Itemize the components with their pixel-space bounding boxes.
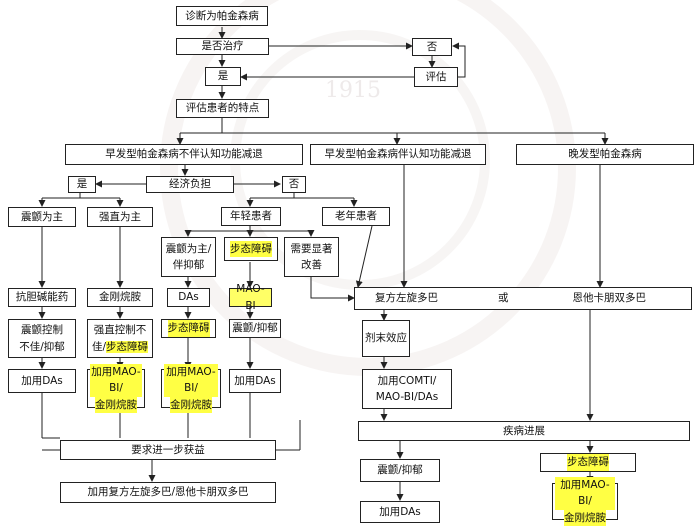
mao-bi-node: MAO-BI — [229, 283, 272, 312]
no-treatment-node: 否 — [412, 38, 452, 56]
add-maobi-amantadine-late-node: 加用MAO-BI/金刚烷胺 — [552, 477, 618, 526]
add-das-late-node: 加用DAs — [360, 501, 440, 523]
gait-disorder-node: 步态障碍 — [224, 237, 278, 261]
add-comti-node: 加用COMTI/MAO-BI/DAs — [362, 369, 452, 409]
tremor-dominant-node: 震颤为主 — [8, 207, 76, 227]
rigidity-poor-control-node: 强直控制不佳/步态障碍 — [87, 319, 153, 358]
tremor-depression-node: 震颤为主/伴抑郁 — [161, 237, 216, 277]
early-onset-no-cognitive-decline-node: 早发型帕金森病不伴认知功能减退 — [65, 144, 303, 165]
early-onset-cognitive-decline-node: 早发型帕金森病伴认知功能减退 — [310, 144, 486, 165]
das-node: DAs — [167, 288, 210, 307]
econ-yes-node: 是 — [68, 176, 96, 193]
tremor-depression-late-node: 震颤/抑郁 — [360, 459, 440, 482]
evaluate-node: 评估 — [414, 67, 458, 87]
gait-disorder-late-node: 步态障碍 — [540, 453, 636, 472]
yes-treatment-node: 是 — [205, 67, 241, 86]
econ-no-node: 否 — [282, 176, 306, 193]
economic-burden-node: 经济负担 — [146, 176, 234, 193]
levodopa-or-entacapone-node: 复方左旋多巴 或 恩他卡朋双多巴 — [354, 287, 692, 310]
gait-disorder-second-node: 步态障碍 — [161, 319, 216, 338]
or-label: 或 — [498, 292, 509, 305]
assess-patient-node: 评估患者的特点 — [176, 99, 269, 118]
tremor-poor-control-node: 震颤控制不佳/抑郁 — [8, 319, 76, 358]
add-das-second-node: 加用DAs — [229, 369, 281, 393]
diagnosis-node: 诊断为帕金森病 — [176, 6, 268, 26]
treatment-decision-node: 是否治疗 — [176, 38, 269, 55]
disease-progression-node: 疾病进展 — [358, 421, 690, 441]
wearing-off-node: 剂末效应 — [362, 320, 410, 357]
late-onset-node: 晚发型帕金森病 — [516, 144, 694, 165]
anticholinergic-node: 抗胆碱能药 — [8, 288, 76, 307]
young-patient-node: 年轻患者 — [221, 207, 281, 226]
add-maobi-amantadine-first-node: 加用MAO-BI/金刚烷胺 — [87, 364, 145, 413]
watermark-year: 1915 — [325, 78, 381, 103]
further-benefit-node: 要求进一步获益 — [60, 440, 276, 460]
rigidity-dominant-node: 强直为主 — [87, 207, 153, 227]
entacapone-label: 恩他卡朋双多巴 — [572, 292, 647, 305]
elderly-patient-node: 老年患者 — [322, 207, 390, 226]
amantadine-node: 金刚烷胺 — [87, 288, 153, 307]
add-das-first-node: 加用DAs — [8, 369, 76, 393]
add-levodopa-entacapone-node: 加用复方左旋多巴/恩他卡朋双多巴 — [60, 482, 276, 503]
significant-improvement-node: 需要显著改善 — [284, 237, 339, 277]
tremor-depression-second-node: 震颤/抑郁 — [229, 319, 281, 338]
add-maobi-amantadine-second-node: 加用MAO-BI/金刚烷胺 — [161, 364, 221, 413]
